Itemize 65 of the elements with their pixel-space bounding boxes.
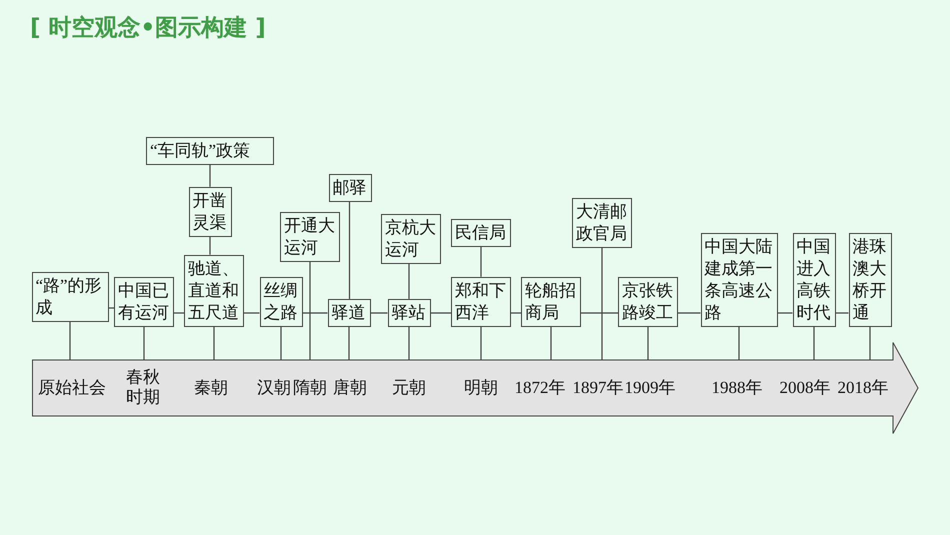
era-label: 1909年	[624, 378, 676, 398]
connector-line	[511, 312, 521, 314]
connector-line	[174, 312, 184, 314]
connector-line	[209, 237, 211, 255]
connector-line	[213, 327, 215, 360]
event-box: 邮驿	[328, 174, 372, 202]
heading: [ 时空观念•图示构建 ]	[30, 14, 266, 43]
connector-line	[480, 247, 482, 277]
era-label: 1988年	[712, 378, 762, 398]
event-box: 京张铁路竣工	[618, 276, 678, 327]
event-box: “车同轨”政策	[146, 136, 274, 165]
connector-line	[108, 307, 114, 309]
timeline-arrow	[32, 342, 920, 434]
event-box: 中国大陆建成第一条高速公路	[700, 232, 778, 327]
event-box: 丝绸之路	[260, 276, 302, 327]
event-box: 中国已有运河	[114, 276, 174, 327]
connector-line	[69, 322, 71, 360]
connector-line	[778, 312, 792, 314]
connector-line	[408, 264, 410, 299]
event-box: 中国进入高铁时代	[792, 232, 836, 327]
connector-line	[370, 312, 388, 314]
connector-line	[430, 312, 451, 314]
connector-line	[836, 312, 848, 314]
era-label: 春秋时期	[125, 368, 161, 408]
event-box: 民信局	[451, 218, 511, 247]
connector-line	[647, 327, 649, 360]
event-box: 开通大运河	[280, 212, 340, 262]
event-box: 郑和下西洋	[451, 276, 511, 327]
connector-line	[348, 327, 350, 360]
era-label: 原始社会	[38, 378, 106, 398]
event-box: 轮船招商局	[521, 276, 581, 327]
era-label: 1897年	[572, 378, 624, 398]
event-box: “路”的形成	[32, 272, 108, 322]
connector-line	[244, 312, 260, 314]
era-label: 1872年	[514, 378, 566, 398]
event-box: 港珠澳大桥开通	[848, 232, 892, 327]
connector-line	[309, 262, 311, 360]
connector-line	[581, 312, 618, 314]
event-box: 大清邮政官局	[572, 198, 632, 248]
era-label: 2008年	[780, 378, 830, 398]
connector-line	[280, 327, 282, 360]
connector-line	[302, 312, 328, 314]
connector-line	[601, 248, 603, 360]
era-label: 元朝	[392, 378, 426, 398]
event-box: 驿站	[388, 298, 430, 327]
era-label: 秦朝	[194, 378, 228, 398]
connector-line	[738, 327, 740, 360]
connector-line	[209, 165, 211, 187]
connector-line	[480, 327, 482, 360]
event-box: 京杭大运河	[381, 214, 441, 264]
connector-line	[550, 327, 552, 360]
connector-line	[408, 327, 410, 360]
connector-line	[813, 327, 815, 360]
era-label: 汉朝	[257, 378, 291, 398]
event-box: 驿道	[328, 298, 370, 327]
era-label: 明朝	[464, 378, 498, 398]
event-box: 驰道、直道和五尺道	[184, 254, 244, 327]
era-label: 唐朝	[333, 378, 367, 398]
era-label: 2018年	[838, 378, 888, 398]
connector-line	[869, 327, 871, 360]
event-box: 开凿灵渠	[188, 186, 232, 237]
connector-line	[143, 327, 145, 360]
connector-line	[348, 202, 350, 299]
connector-line	[678, 312, 700, 314]
era-label: 隋朝	[293, 378, 327, 398]
